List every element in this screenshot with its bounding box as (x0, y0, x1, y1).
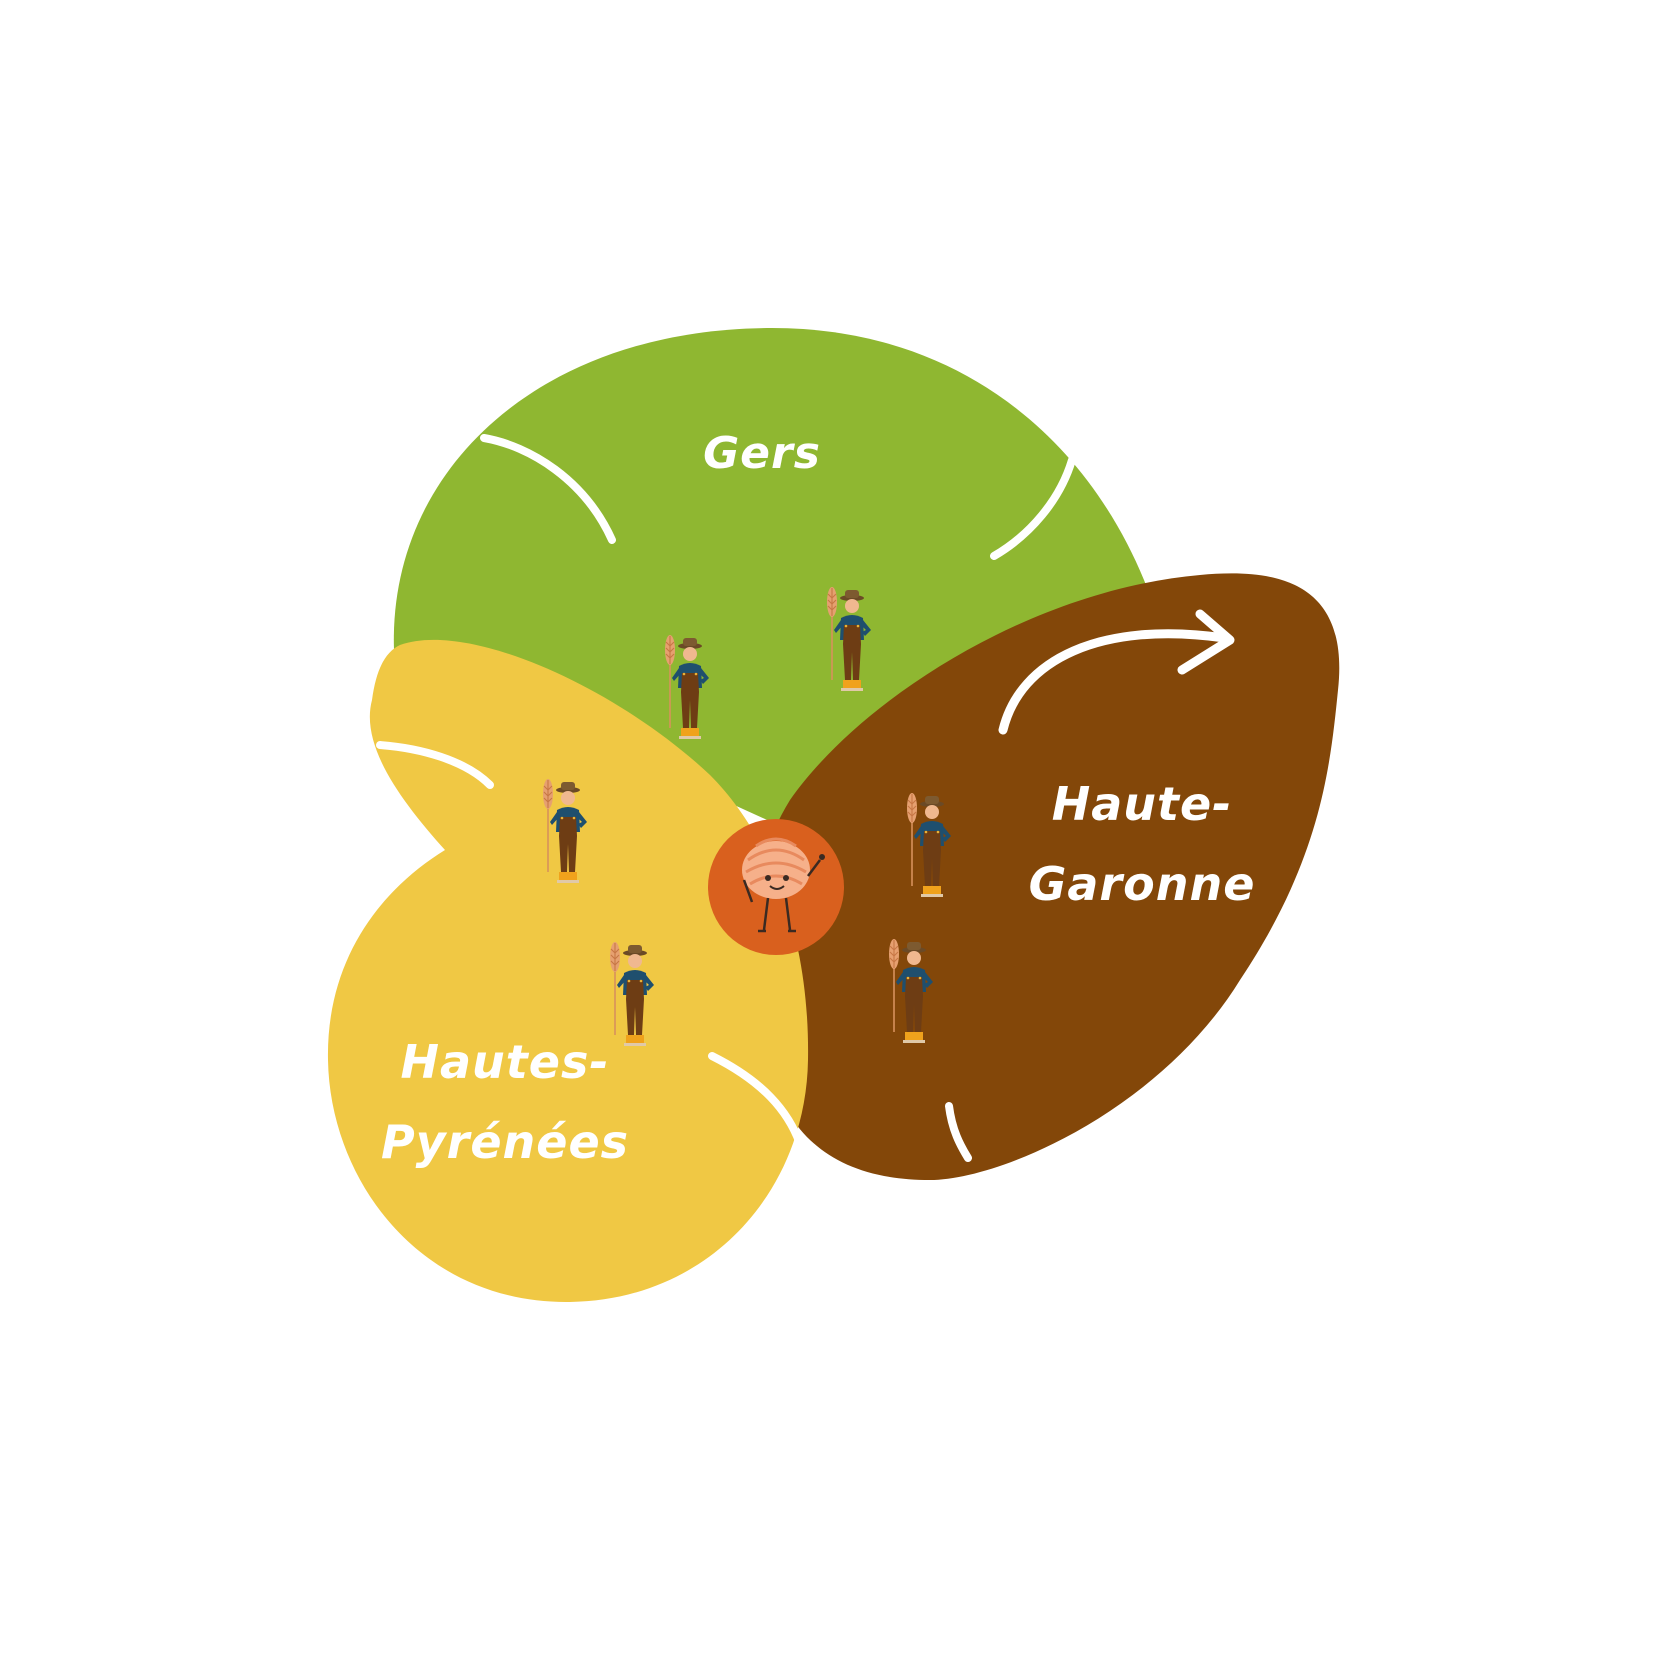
accent-arcs (376, 434, 1076, 1162)
accent-arc-gers-left (480, 434, 616, 544)
label-haute-garonne-line2: Garonne (1029, 857, 1256, 911)
pasta-mascot-icon (742, 837, 825, 933)
label-hautes-pyrenees-line1: Hautes- (401, 1035, 610, 1089)
accent-arc-hautes-pyrenees-top (376, 741, 494, 789)
center-mascot (708, 819, 844, 955)
label-haute-garonne-line1: Haute- (1052, 777, 1233, 831)
label-hautes-pyrenees-line2: Pyrénées (381, 1115, 629, 1169)
accent-arc-hautes-pyrenees-bottom (708, 1052, 806, 1154)
region-haute-garonne-shape (749, 573, 1340, 1180)
accent-arc-gers-right (990, 456, 1076, 560)
label-gers: Gers (703, 428, 821, 479)
arrow-icon (998, 609, 1235, 735)
region-hautes-pyrenees-shape (327, 639, 809, 1303)
accent-arc-haute-garonne-bottom (945, 1102, 972, 1162)
